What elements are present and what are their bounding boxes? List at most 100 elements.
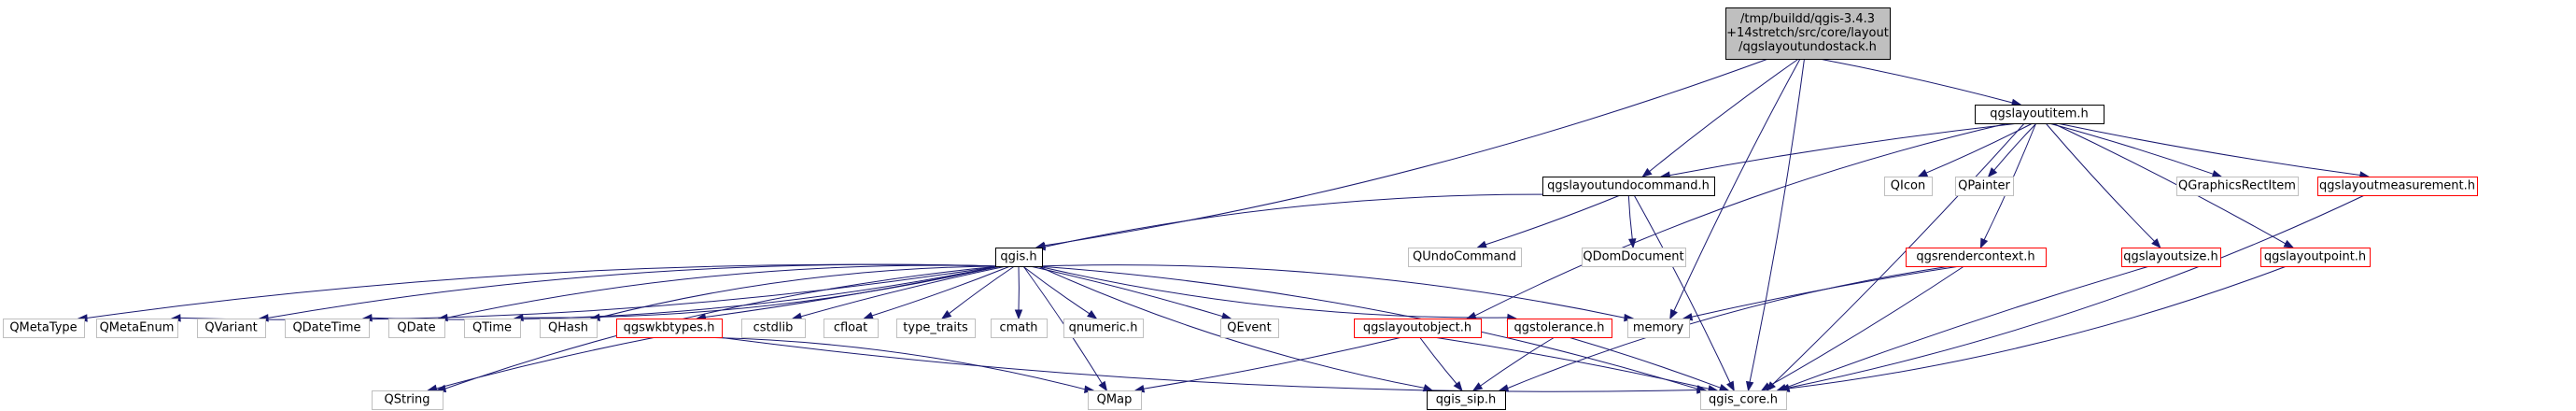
- edge-line: [1485, 194, 1621, 246]
- edge-tolerance-to-sip: [1471, 336, 1555, 391]
- edge-wkb-to-core: [717, 336, 1708, 394]
- edge-line: [1768, 265, 1964, 387]
- edge-arrowhead: [1476, 240, 1487, 248]
- edge-line: [1669, 122, 2020, 177]
- node-box: [1582, 248, 1686, 267]
- edge-line: [1925, 122, 2034, 174]
- node-box: [3, 319, 85, 338]
- node-cstdlib: cstdlib: [741, 319, 806, 338]
- node-point[interactable]: qgslayoutpoint.h: [2260, 248, 2371, 267]
- edge-line: [1419, 336, 1457, 385]
- node-qgis[interactable]: qgis.h: [995, 248, 1043, 267]
- edge-arrowhead: [1641, 167, 1653, 177]
- node-qdom: QDomDocument: [1582, 248, 1686, 267]
- node-box: [1975, 105, 2104, 124]
- edge-line: [1819, 58, 2013, 104]
- edge-line: [2052, 122, 2287, 245]
- node-qhash: QHash: [540, 319, 598, 338]
- edge-arrowhead: [863, 311, 874, 319]
- edge-line: [705, 265, 1002, 318]
- node-label: qgslayoutmeasurement.h: [2319, 179, 2475, 193]
- edge-arrowhead: [2283, 239, 2295, 248]
- edge-wkb-to-qstring: [427, 336, 656, 393]
- edge-line: [1749, 58, 1805, 383]
- node-box: [96, 319, 178, 338]
- node-typetraits: type_traits: [896, 319, 976, 338]
- edge-line: [1673, 58, 1801, 312]
- edge-line: [1037, 265, 1425, 389]
- node-box: [616, 319, 723, 338]
- edge-qgis-to-cstdlib: [791, 265, 1006, 320]
- edge-arrowhead: [2211, 170, 2223, 178]
- node-root[interactable]: /tmp/buildd/qgis-3.4.3+14stretch/src/cor…: [1725, 7, 1891, 60]
- edge-item-to-undocmd: [1659, 122, 2020, 179]
- node-box: [388, 319, 445, 338]
- node-size[interactable]: qgslayoutsize.h: [2121, 248, 2221, 267]
- edge-line: [371, 265, 1000, 320]
- edge-line: [691, 336, 1086, 390]
- node-undocmd[interactable]: qgslayoutundocommand.h: [1542, 177, 1715, 196]
- node-render[interactable]: qgsrendercontext.h: [1906, 248, 2047, 267]
- edge-line: [436, 336, 656, 390]
- edge-object-to-core: [1433, 336, 1719, 393]
- node-label: cfloat: [834, 321, 867, 335]
- node-box: [1725, 7, 1891, 60]
- node-item[interactable]: qgslayoutitem.h: [1975, 105, 2104, 124]
- node-box: [1354, 319, 1482, 338]
- edge-arrowhead: [1498, 384, 1510, 392]
- edge-line: [1568, 336, 1721, 389]
- node-tolerance[interactable]: qgstolerance.h: [1507, 319, 1612, 338]
- node-label: qgis.h: [1000, 250, 1036, 264]
- edge-undocmd-to-core: [1633, 194, 1735, 392]
- edge-line: [1993, 122, 2037, 171]
- edge-arrowhead: [1718, 383, 1730, 392]
- edge-root-to-undocmd: [1641, 58, 1799, 177]
- edge-item-to-qgrect: [2048, 122, 2223, 178]
- node-box: [464, 319, 521, 338]
- edge-arrowhead: [1471, 382, 1484, 391]
- node-box: [197, 319, 266, 338]
- edge-line: [1649, 58, 1799, 172]
- edge-line: [1143, 336, 1402, 390]
- edge-qgis-to-qdate: [437, 264, 1000, 322]
- edge-item-to-qicon: [1917, 122, 2034, 177]
- node-box: [1700, 390, 1787, 410]
- edge-root-to-memory: [1669, 58, 1801, 320]
- node-label: qgswkbtypes.h: [624, 321, 715, 335]
- edge-item-to-size: [2045, 122, 2161, 249]
- node-label: qgslayoutpoint.h: [2264, 250, 2366, 264]
- node-box: [285, 319, 370, 338]
- edge-line: [717, 336, 1698, 392]
- edge-undocmd-to-qdom: [1627, 194, 1637, 249]
- node-label: QPainter: [1958, 179, 2010, 193]
- node-qpainter: QPainter: [1955, 177, 2014, 196]
- edge-line: [2045, 122, 2155, 242]
- node-label: +14stretch/src/core/layout: [1726, 26, 1889, 40]
- edge-object-to-qmap: [1133, 336, 1402, 393]
- node-wkb[interactable]: qgswkbtypes.h: [616, 319, 723, 338]
- node-qstring: QString: [372, 390, 443, 410]
- node-qtime: QTime: [464, 319, 521, 338]
- edge-arrowhead: [940, 310, 952, 319]
- edge-item-to-point: [2052, 122, 2295, 248]
- node-qmap: QMap: [1088, 390, 1142, 410]
- node-label: qgslayoutitem.h: [1990, 107, 2089, 121]
- edge-arrowhead: [1087, 310, 1098, 319]
- node-label: type_traits: [903, 321, 968, 335]
- edge-qgis-to-typetraits: [940, 265, 1015, 319]
- node-cfloat: cfloat: [823, 319, 879, 338]
- node-label: cstdlib: [753, 321, 794, 335]
- node-object[interactable]: qgslayoutobject.h: [1354, 319, 1482, 338]
- edge-undocmd-to-qgis: [1035, 193, 1598, 251]
- node-sip[interactable]: qgis_sip.h: [1427, 390, 1506, 410]
- node-measure[interactable]: qgslayoutmeasurement.h: [2317, 177, 2478, 196]
- edge-line: [444, 265, 1000, 390]
- edge-item-to-object: [1465, 122, 2008, 319]
- edge-arrowhead: [1917, 169, 1929, 177]
- node-box: [540, 319, 598, 338]
- edge-line: [1037, 264, 1626, 319]
- edge-line: [871, 265, 1011, 317]
- edge-render-to-core: [1760, 265, 1964, 391]
- node-qdate: QDate: [388, 319, 445, 338]
- node-qnumeric: qnumeric.h: [1063, 319, 1144, 338]
